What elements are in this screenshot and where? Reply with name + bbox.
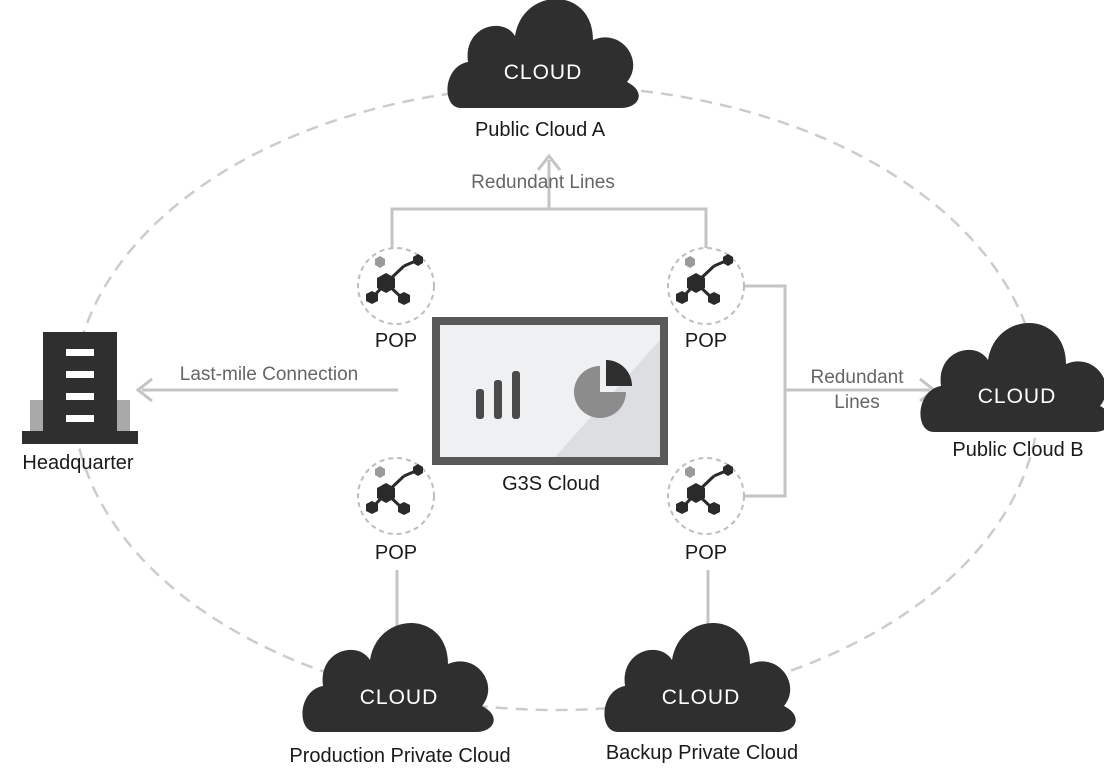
backup-private-cloud-label: Backup Private Cloud [605,742,799,764]
backup-private-cloud-icon [604,622,796,732]
pop-top-left-network-icon [356,246,436,326]
pop-top-left-label: POP [374,330,418,352]
pop-bottom-left-network-icon [356,456,436,536]
public-cloud-a-label: Public Cloud A [474,119,606,141]
last-mile-connection-label: Last-mile Connection [179,364,359,385]
pop-bottom-left-label: POP [374,542,418,564]
pop-top-right-network-icon [666,246,746,326]
right-redundant-connector [745,284,937,498]
redundant-lines-right-label-line1: Redundant [810,367,904,388]
production-private-cloud-label: Production Private Cloud [289,745,511,767]
pop-bottom-right-label: POP [684,542,728,564]
public-cloud-a-cloud-icon [447,0,639,108]
g3s-monitor-icon [432,317,668,465]
public-cloud-b-word: CLOUD [977,385,1057,408]
pop-top-right-label: POP [684,330,728,352]
production-private-cloud-word: CLOUD [359,686,439,709]
public-cloud-a-word: CLOUD [503,61,583,84]
pop-bottom-right-network-icon [666,456,746,536]
redundant-lines-right-label-line2: Lines [834,392,880,413]
public-cloud-b-cloud-icon [920,322,1104,432]
headquarter-label: Headquarter [22,452,134,474]
g3s-cloud-label: G3S Cloud [502,473,600,495]
headquarter-building-icon [22,332,138,444]
top-redundant-connector [390,153,708,248]
production-private-cloud-icon [302,622,494,732]
backup-private-cloud-word: CLOUD [661,686,741,709]
public-cloud-b-label: Public Cloud B [952,439,1084,461]
last-mile-connector [135,377,398,403]
redundant-lines-top-label: Redundant Lines [471,172,615,193]
